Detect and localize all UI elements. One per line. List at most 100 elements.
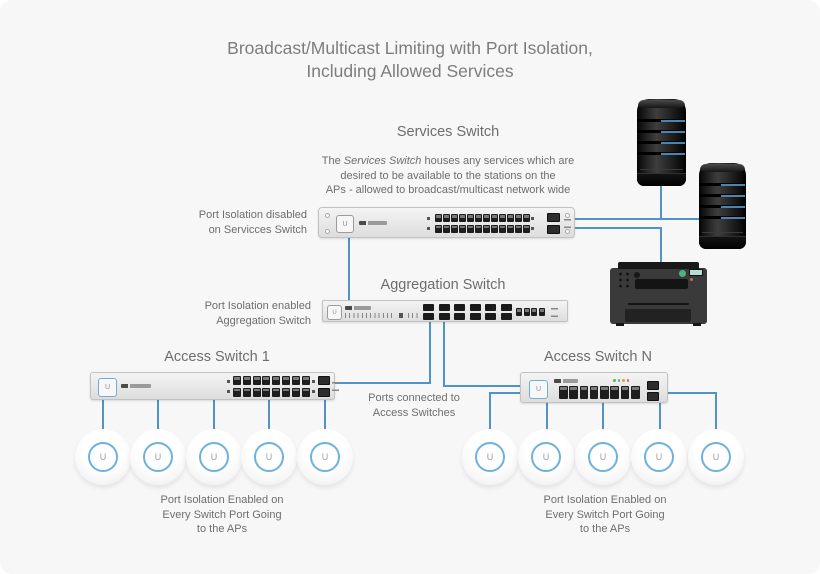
logo-letter: U <box>599 452 607 462</box>
rj45-port <box>483 214 490 222</box>
ubiquiti-logo: U <box>529 380 548 399</box>
printer-foot <box>616 323 624 326</box>
ubiquiti-ring-logo: U <box>88 442 118 472</box>
ap-link-right-3 <box>602 400 604 430</box>
ubiquiti-ring-logo: U <box>701 442 731 472</box>
link-aggregation-to-access1-horizontal <box>334 382 431 384</box>
rj45-port <box>301 376 310 385</box>
rj45-port <box>515 214 522 222</box>
ap-link-left-2 <box>157 399 159 430</box>
page-title: Broadcast/Multicast Limiting with Port I… <box>0 37 820 83</box>
ubiquiti-ring-logo: U <box>254 442 284 472</box>
ports-connected-note: Ports connected to Access Switches <box>334 391 494 420</box>
printer-round-button <box>634 272 640 278</box>
server-base <box>637 173 686 186</box>
access-point-right-1: U <box>462 429 518 485</box>
link-aggregation-to-accessN-vertical <box>443 321 445 387</box>
logo-letter: U <box>542 452 550 462</box>
printer-foot <box>693 323 701 326</box>
logo-letter: U <box>265 452 273 462</box>
server-tower-1 <box>637 99 686 186</box>
rj45-port <box>262 376 271 385</box>
sfp-port <box>318 376 330 385</box>
ubiquiti-logo: U <box>98 378 117 397</box>
sfp-cage-row <box>423 304 512 320</box>
led-tick-row <box>408 313 419 318</box>
services-description: The Services Switch houses any services … <box>298 154 598 198</box>
desc-italic: Services Switch <box>343 155 422 167</box>
services-switch-label: Port Isolation disabled on Servicces Swi… <box>147 208 307 237</box>
services-description-line-1: The Services Switch houses any services … <box>298 154 598 169</box>
rj45-port <box>523 214 530 222</box>
logo-letter: U <box>332 309 337 316</box>
access-point-left-4: U <box>241 429 297 485</box>
rj45-port <box>272 387 281 397</box>
ports-note-line-1: Ports connected to <box>368 392 460 404</box>
led-indicators <box>427 217 430 230</box>
server-groove <box>702 232 743 233</box>
printer-power-button <box>679 270 686 277</box>
led-indicators <box>531 217 534 230</box>
right-caption-line-3: to the APs <box>579 523 631 535</box>
access-point-left-2: U <box>130 429 186 485</box>
left-caption-line-3: to the APs <box>196 523 248 535</box>
brand-mark <box>554 379 578 383</box>
server-blue-stripe <box>661 153 685 155</box>
screw-hole <box>325 229 330 234</box>
logo-letter: U <box>154 452 162 462</box>
logo-letter: U <box>535 386 542 393</box>
ubiquiti-logo: U <box>327 305 342 320</box>
brand-mark <box>345 306 371 310</box>
rj45-port <box>242 387 251 397</box>
server-blue-stripe <box>721 206 745 208</box>
ap-link-right-5-horizontal <box>666 392 717 394</box>
rj45-port <box>451 224 458 233</box>
right-ap-caption: Port Isolation Enabled on Every Switch P… <box>505 493 705 537</box>
port-block-24 <box>435 214 530 233</box>
sfp-port-pair <box>547 213 560 234</box>
rj45-port <box>631 386 640 399</box>
sfp-port-pair <box>647 381 659 401</box>
rj45-port <box>483 224 490 233</box>
rj45-port <box>507 214 514 222</box>
rj45-port <box>620 386 630 399</box>
sfp-port <box>647 392 659 401</box>
rj45-port <box>467 224 474 233</box>
rj45-port <box>475 224 482 233</box>
rj45-port <box>435 214 442 222</box>
aggregation-switch-label: Port Isolation enabled Aggregation Switc… <box>151 299 311 328</box>
ap-link-right-1-vertical <box>489 392 491 430</box>
services-label-line-1: Port Isolation disabled <box>198 209 307 221</box>
link-services-to-printer <box>574 227 662 229</box>
access-point-left-3: U <box>186 429 242 485</box>
sfp-cage <box>454 304 465 320</box>
label-marks <box>551 308 558 317</box>
access-switch-n-device: U <box>520 372 668 403</box>
led-red <box>626 379 629 382</box>
access-switch-n-heading: Access Switch N <box>544 349 652 365</box>
rj45-port <box>499 224 506 233</box>
server-blue-stripe <box>721 184 745 186</box>
ubiquiti-ring-logo: U <box>475 442 505 472</box>
rj45-port <box>435 224 442 233</box>
aggregation-switch-device: U <box>322 300 568 322</box>
rj45-port <box>523 224 530 233</box>
logo-letter: U <box>99 452 107 462</box>
ubiquiti-ring-logo: U <box>143 442 173 472</box>
ubiquiti-ring-logo: U <box>644 442 674 472</box>
link-aggregation-to-accessN-horizontal <box>443 385 524 387</box>
rj45-port <box>523 308 530 316</box>
led-green <box>617 379 620 382</box>
desc-post: houses any services which are <box>424 155 575 167</box>
link-services-to-servers <box>574 218 701 220</box>
services-description-line-2: desired to be available to the stations … <box>340 169 556 182</box>
rj45-port <box>559 386 568 399</box>
brand-mark <box>121 384 151 388</box>
led-indicators <box>227 380 230 393</box>
ubiquiti-logo: U <box>336 215 354 233</box>
printer-screen <box>689 269 703 276</box>
server-blue-stripe <box>661 142 685 144</box>
ap-link-right-2 <box>546 400 548 430</box>
server-groove <box>640 169 683 170</box>
ap-link-left-3 <box>213 399 215 430</box>
